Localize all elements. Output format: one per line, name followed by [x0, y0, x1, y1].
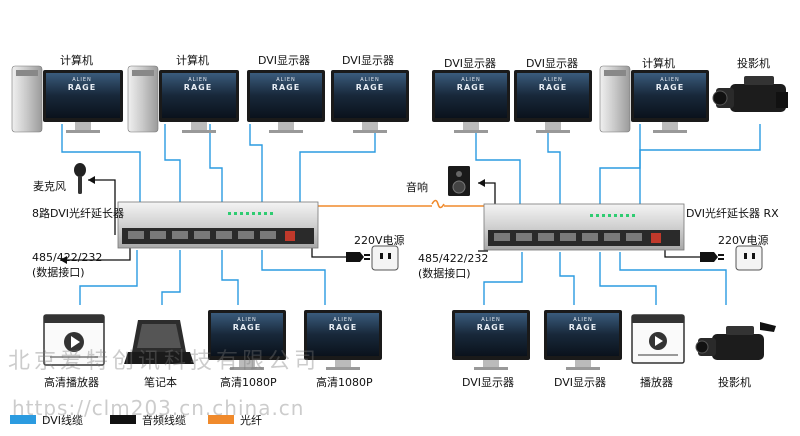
- hd-player-label: 高清播放器: [44, 376, 99, 389]
- computer-3-icon: [599, 65, 709, 133]
- dvi-display-3-icon: [432, 70, 510, 133]
- data-port-rx-line1: 485/422/232: [418, 252, 489, 265]
- hd1080p-2-icon: [304, 310, 382, 370]
- watermark-url: https://clm203.cn.china.cn: [12, 396, 305, 420]
- dvi-display-3-label: DVI显示器: [444, 57, 497, 70]
- audio-arrows: [60, 176, 485, 264]
- hd1080p-2-label: 高清1080P: [316, 376, 373, 389]
- dvi-display-bottom-2-icon: [544, 310, 622, 370]
- computer-2-icon: [127, 65, 239, 133]
- tx-unit: [117, 201, 319, 249]
- power-socket-tx-icon: [346, 245, 399, 271]
- power-tx-label: 220V电源: [354, 234, 405, 247]
- dvi-display-2-label: DVI显示器: [342, 54, 395, 67]
- power-socket-rx-icon: [700, 245, 763, 271]
- dvi-display-4-icon: [514, 70, 592, 133]
- computer-3-label: 计算机: [642, 57, 675, 70]
- projector-top-label: 投影机: [737, 57, 770, 70]
- microphone-icon: [74, 163, 86, 194]
- dvi-display-bottom-1-icon: [452, 310, 530, 370]
- player-icon: [631, 314, 685, 364]
- dvi-display-bottom-1-label: DVI显示器: [462, 376, 515, 389]
- data-port-rx-line2: (数据接口): [418, 267, 471, 280]
- laptop-icon: [124, 320, 194, 364]
- rx-unit-label: DVI光纤延长器 RX: [686, 207, 779, 220]
- computer-1-icon: [11, 65, 123, 133]
- hd1080p-1-icon: [208, 310, 286, 370]
- legend-label-audio: 音频线缆: [142, 414, 186, 427]
- tx-unit-label: 8路DVI光纤延长器: [32, 207, 125, 220]
- hd-player-icon: [43, 314, 105, 366]
- hd1080p-1-label: 高清1080P: [220, 376, 277, 389]
- computer-1-label: 计算机: [60, 54, 93, 67]
- dvi-cables: [61, 124, 761, 305]
- fiber-cable: [318, 199, 484, 209]
- watermark-company: 北京爱特创讯科技有限公司: [8, 349, 321, 374]
- speaker-icon: [448, 166, 470, 196]
- legend-label-dvi: DVI线缆: [42, 414, 84, 427]
- projector-bottom-icon: [695, 322, 776, 360]
- data-port-tx-line1: 485/422/232: [32, 251, 103, 264]
- dvi-display-2-icon: [331, 70, 409, 133]
- computer-2-label: 计算机: [176, 54, 209, 67]
- player-label: 播放器: [640, 376, 673, 389]
- dvi-display-1-label: DVI显示器: [258, 54, 311, 67]
- rx-unit: [483, 203, 685, 251]
- speaker-label: 音响: [406, 181, 428, 194]
- microphone-label: 麦克风: [33, 180, 66, 193]
- laptop-label: 笔记本: [144, 376, 177, 389]
- legend-swatch-fiber: [208, 415, 234, 424]
- dvi-display-bottom-2-label: DVI显示器: [554, 376, 607, 389]
- projector-top-icon: [712, 76, 788, 112]
- dvi-display-4-label: DVI显示器: [526, 57, 579, 70]
- power-rx-label: 220V电源: [718, 234, 769, 247]
- legend-swatch-dvi: [10, 415, 36, 424]
- legend-swatch-audio: [110, 415, 136, 424]
- data-port-tx-line2: (数据接口): [32, 266, 85, 279]
- legend-label-fiber: 光纤: [240, 414, 262, 427]
- projector-bottom-label: 投影机: [718, 376, 751, 389]
- dvi-display-1-icon: [247, 70, 325, 133]
